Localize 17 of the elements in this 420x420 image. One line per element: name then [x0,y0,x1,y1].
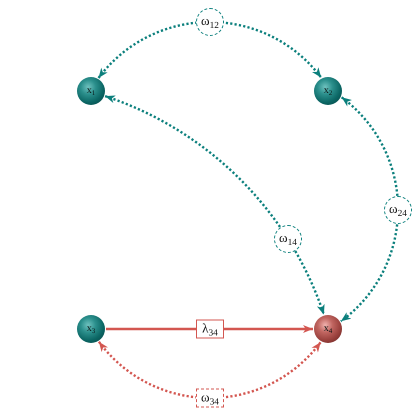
arrow [340,96,400,322]
edge-label: ω$_{12}$ [196,8,224,36]
sphere-node [314,315,342,343]
arrow [98,20,322,79]
arrow [104,94,326,316]
edge-label: ω$_{24}$ [384,196,412,224]
arrow [98,340,322,400]
edge-label: ω$_{34}$ [196,388,224,408]
edge-label: λ$_{34}$ [196,320,224,338]
node-label: x$_{3}$ [86,324,96,334]
sphere-node [77,315,105,343]
node-label: x$_{4}$ [324,324,332,334]
node-label: x$_{1}$ [86,86,96,96]
edge-label: ω$_{14}$ [274,225,302,253]
sphere-node [77,77,105,105]
sphere-node [314,77,342,105]
node-label: x$_{2}$ [324,86,332,96]
